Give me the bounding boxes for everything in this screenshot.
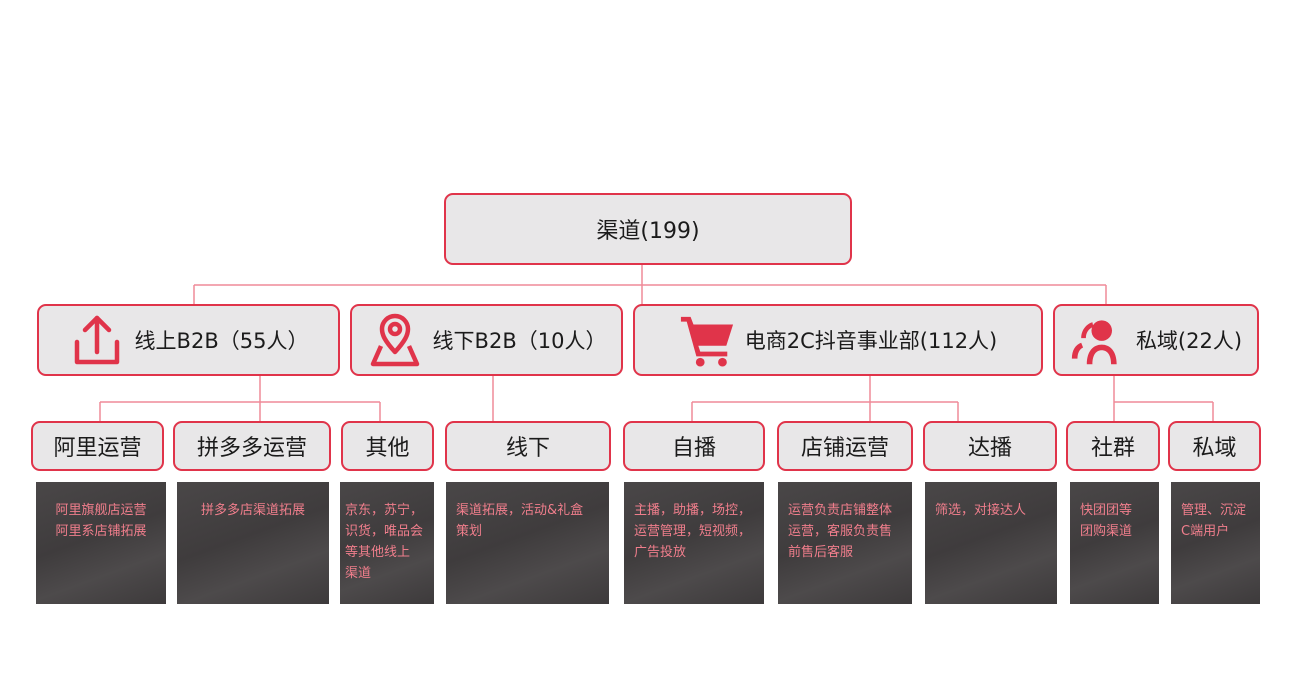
desc-panel-store-ops: 运营负责店铺整体 运营，客服负责售 前售后客服 [778,482,912,604]
desc-panel-community: 快团团等 团购渠道 [1070,482,1159,604]
root-label: 渠道(199) [596,219,700,244]
desc-line: 运营，客服负责售 [788,524,893,539]
desc-line: 等其他线上 [345,545,411,560]
desc-line: 快团团等 [1080,503,1133,518]
desc-line: 策划 [456,524,483,539]
desc-line: 运营负责店铺整体 [788,503,893,518]
node-online-b2b: 线上B2B（55人） [37,304,340,376]
desc-line: 管理、沉淀 [1181,503,1247,518]
node-community: 社群 [1066,421,1160,471]
node-offline: 线下 [445,421,611,471]
node-store-ops-label: 店铺运营 [800,436,889,461]
users-icon [1070,312,1126,368]
node-offline-label: 线下 [505,436,550,461]
desc-panel-ali-ops: 阿里旗舰店运营 阿里系店铺拓展 [36,482,166,604]
location-pin-icon [367,312,423,368]
node-other-label: 其他 [365,436,410,461]
node-ali-ops-label: 阿里运营 [53,436,142,461]
desc-panel-offline: 渠道拓展，活动&礼盒 策划 [446,482,609,604]
desc-line: 运营管理，短视频， [634,524,752,539]
desc-line: 拼多多店渠道拓展 [200,503,305,518]
node-ecommerce-2c-label: 电商2C抖音事业部(112人) [744,329,998,353]
node-offline-b2b-label: 线下B2B（10人） [432,329,607,353]
node-private-label: 私域 [1192,436,1237,461]
node-self-live: 自播 [623,421,765,471]
node-community-label: 社群 [1090,436,1135,461]
desc-panel-other: 京东，苏宁， 识货，唯品会 等其他线上 渠道 [340,482,434,604]
node-offline-b2b: 线下B2B（10人） [350,304,623,376]
desc-line: 渠道 [345,566,372,581]
node-pdd-ops: 拼多多运营 [173,421,331,471]
node-private: 私域 [1168,421,1261,471]
desc-line: 前售后客服 [788,545,854,560]
desc-line: 广告投放 [634,545,687,560]
desc-line: 阿里系店铺拓展 [55,524,147,539]
desc-line: 阿里旗舰店运营 [55,503,147,518]
node-pdd-ops-label: 拼多多运营 [196,436,307,461]
desc-line: 京东，苏宁， [345,503,424,518]
node-online-b2b-label: 线上B2B（55人） [134,329,309,353]
node-other: 其他 [341,421,434,471]
node-influencer-live-label: 达播 [967,436,1012,461]
node-self-live-label: 自播 [671,436,716,461]
node-store-ops: 店铺运营 [777,421,913,471]
node-private-domain: 私域(22人) [1053,304,1259,376]
desc-line: C端用户 [1181,524,1230,539]
node-private-domain-label: 私域(22人) [1135,329,1243,353]
node-influencer-live: 达播 [923,421,1057,471]
desc-panel-private: 管理、沉淀 C端用户 [1171,482,1260,604]
upload-icon [69,312,125,368]
desc-line: 筛选，对接达人 [935,503,1027,518]
desc-panel-pdd-ops: 拼多多店渠道拓展 [177,482,329,604]
desc-line: 渠道拓展，活动&礼盒 [456,503,584,518]
node-ali-ops: 阿里运营 [31,421,164,471]
node-ecommerce-2c: 电商2C抖音事业部(112人) [633,304,1043,376]
desc-panel-self-live: 主播，助播，场控， 运营管理，短视频， 广告投放 [624,482,764,604]
root-node: 渠道(199) [444,193,852,265]
desc-line: 团购渠道 [1080,524,1133,539]
desc-line: 主播，助播，场控， [634,503,752,518]
desc-panel-influencer-live: 筛选，对接达人 [925,482,1057,604]
desc-line: 识货，唯品会 [345,524,424,539]
shopping-cart-icon [679,312,735,368]
